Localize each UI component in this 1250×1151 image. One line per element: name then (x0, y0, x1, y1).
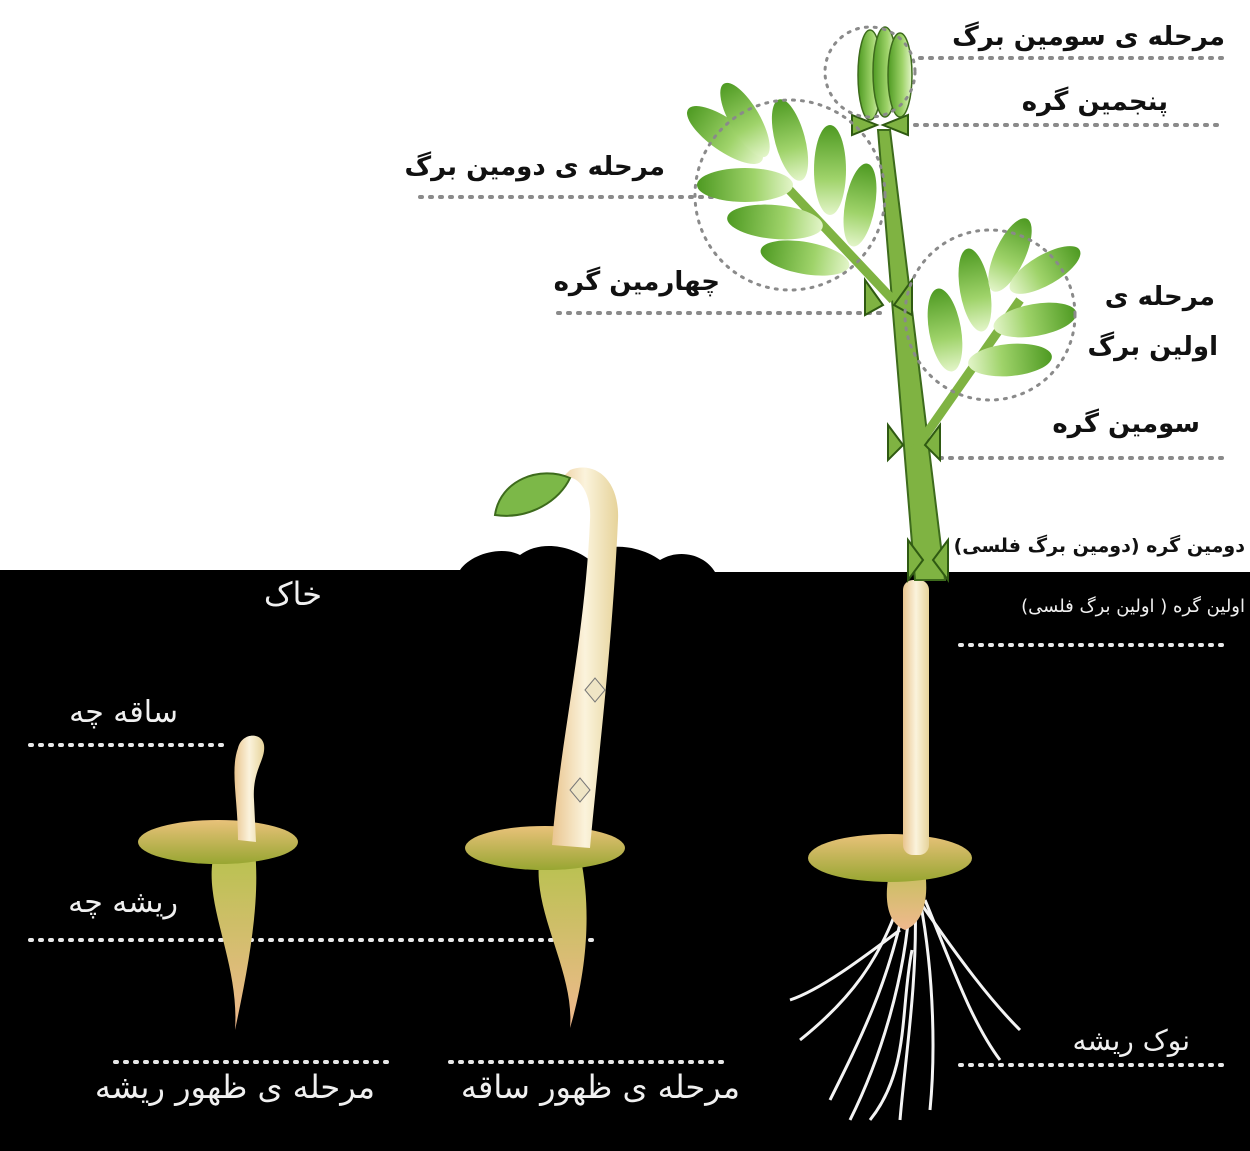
label-stem-emergence-stage: مرحله ی ظهور ساقه (461, 1068, 740, 1106)
label-soil: خاک (264, 575, 322, 613)
label-root-emergence-stage: مرحله ی ظهور ریشه (95, 1068, 375, 1106)
label-root-tip: نوک ریشه (1072, 1024, 1190, 1057)
label-first-leaf-stage-line2: اولین برگ (1088, 331, 1218, 362)
label-first-node: اولین گره ( اولین برگ فلسی) (1021, 595, 1245, 617)
label-third-leaf-stage: مرحله ی سومین برگ (952, 21, 1225, 52)
label-stemlet: ساقه چه (69, 695, 178, 730)
label-fourth-node: چهارمین گره (554, 266, 720, 297)
label-first-leaf-stage-line1: مرحله ی (1105, 282, 1215, 312)
label-rootlet: ریشه چه (68, 885, 178, 920)
label-fifth-node: پنجمین گره (1022, 86, 1168, 117)
label-second-node: دومین گره (دومین برگ فلسی) (954, 534, 1246, 557)
label-second-leaf-stage: مرحله ی دومین برگ (404, 151, 665, 182)
label-third-node: سومین گره (1052, 408, 1200, 439)
